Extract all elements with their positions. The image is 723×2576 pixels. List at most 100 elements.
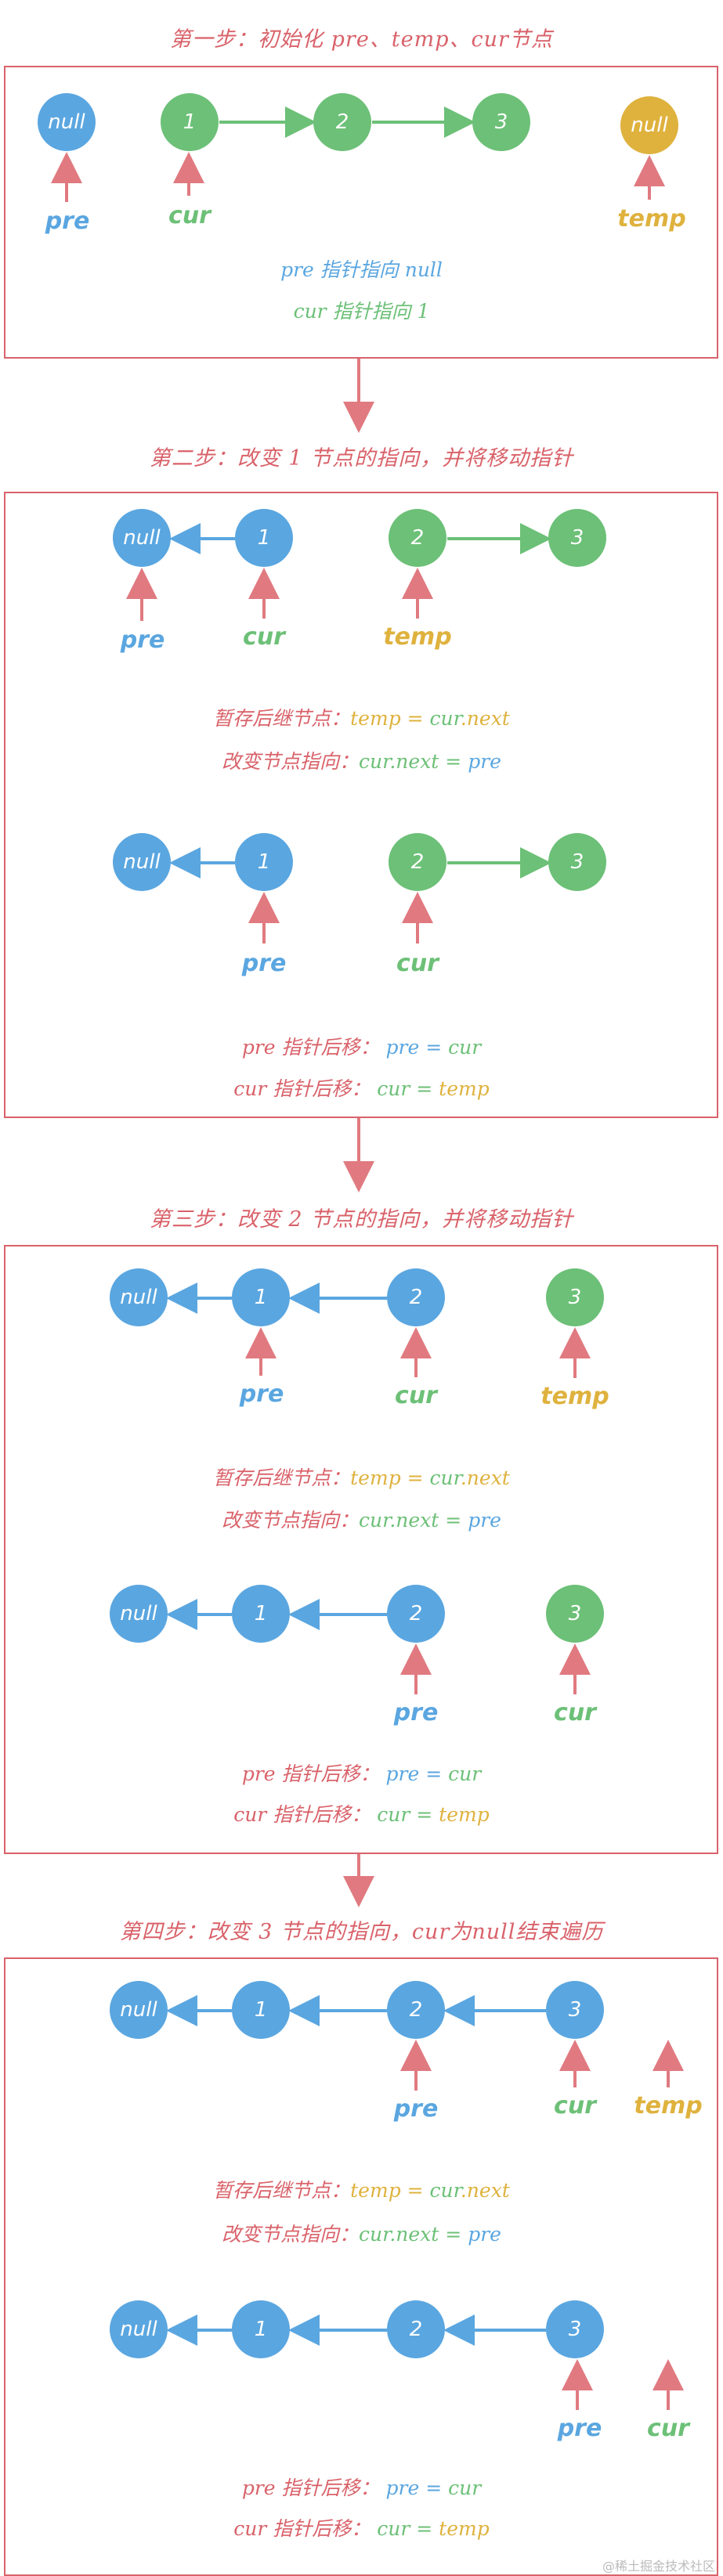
s4-line-1: 暂存后继节点：temp = cur.next [0,2175,723,2203]
s2-line-3: pre 指针后移： pre = cur [0,1032,723,1060]
s4-d2-node-1: 1 [232,2300,290,2358]
s2-d2-pointer-pre: pre [241,950,287,977]
s2-d1-pointer-pre: pre [120,626,165,654]
s2-l2-next: .next = [389,750,468,773]
step1-title: 第一步：初始化 pre、temp、cur节点 [170,27,553,52]
s4-d2-pointer-pre: pre [557,2415,602,2442]
s2-d2-pointer-cur: cur [396,950,439,977]
s2-d2-node-3: 3 [548,833,606,891]
s4-l4-cur2: cur [377,2517,410,2540]
s3-l2-next: .next = [389,1509,468,1532]
s3-line-2: 改变节点指向：cur.next = pre [0,1505,723,1533]
s3-l3-cur: cur [448,1762,482,1785]
s4-d2-pointer-cur: cur [647,2415,689,2442]
s4-line-4: cur 指针后移： cur = temp [0,2513,723,2542]
s1-pointer-pre: pre [45,207,90,235]
s2-l4-temp: temp [439,1077,490,1100]
s3-d2-pointer-cur: cur [554,1699,596,1726]
s4-l1-next: .next [460,2179,510,2202]
s2-l2-label: 改变节点指向： [222,750,360,773]
s4-l3-pre: pre [241,2477,276,2499]
s1-node-1: 1 [161,93,219,151]
s2-l4-eq: = [410,1077,439,1100]
watermark: @稀土掘金技术社区 [602,2559,715,2574]
s4-d2-node-3: 3 [546,2300,604,2358]
s2-l1-label: 暂存后继节点： [213,707,351,730]
step3-panel [4,1245,718,1854]
s2-d2-node-2: 2 [389,833,446,891]
s2-l1-eq: = [400,707,430,730]
s3-l1-eq: = [400,1467,430,1489]
s4-d1-pointer-pre: pre [393,2095,439,2123]
s3-d1-node-null: null [110,1268,168,1326]
s2-line-4: cur 指针后移： cur = temp [0,1073,723,1102]
s3-l4-cur2: cur [377,1803,410,1826]
s2-d1-pointer-temp: temp [383,623,452,651]
s3-l2-cur: cur [359,1509,390,1532]
s4-d1-pointer-cur: cur [554,2092,596,2120]
s4-d2-node-2: 2 [387,2300,445,2358]
s4-line-3: pre 指针后移： pre = cur [0,2473,723,2501]
s3-l3-label: 指针后移： [275,1762,386,1785]
step2-title: 第二步：改变 1 节点的指向，并将移动指针 [149,446,574,471]
step4-panel [4,1957,718,2576]
s2-l1-temp: temp [350,707,401,730]
s3-l4-cur: cur [233,1803,267,1826]
s4-l1-eq: = [400,2179,430,2202]
s1-l2-one: 1 [417,300,430,323]
s2-l3-label: 指针后移： [275,1036,386,1059]
s4-l1-temp: temp [350,2179,401,2202]
s3-d1-node-2: 2 [387,1268,445,1326]
s4-line-2: 改变节点指向：cur.next = pre [0,2219,723,2247]
s3-l3-pre2: pre [385,1762,420,1785]
s2-d1-node-null: null [113,509,171,567]
s3-d2-node-null: null [110,1585,168,1643]
step1-panel [4,66,718,359]
s1-node-null-left: null [38,93,96,151]
s1-node-3: 3 [472,93,530,151]
s3-l2-pre: pre [468,1509,501,1532]
s3-d1-pointer-cur: cur [395,1382,437,1409]
s4-d2-node-null: null [110,2300,168,2358]
s4-l1-label: 暂存后继节点： [213,2179,351,2202]
s3-l4-temp: temp [439,1803,490,1826]
s3-l2-label: 改变节点指向： [222,1509,360,1532]
s4-d1-pointer-temp: temp [634,2092,703,2120]
s3-line-4: cur 指针后移： cur = temp [0,1799,723,1827]
s2-l1-cur: cur [429,707,461,730]
s3-d2-pointer-pre: pre [393,1699,439,1726]
s1-l2-cur: cur [293,300,327,323]
s1-line-2: cur 指针指向 1 [0,296,723,324]
s3-l1-cur: cur [429,1467,461,1489]
s1-l1-null: null [404,258,443,281]
s3-line-1: 暂存后继节点：temp = cur.next [0,1463,723,1491]
s3-d2-node-2: 2 [387,1585,445,1643]
s3-l4-eq: = [410,1803,439,1826]
s3-l4-label: 指针后移： [266,1803,378,1826]
s4-l3-label: 指针后移： [275,2477,386,2499]
s1-node-null-right: null [620,96,678,154]
s4-l4-label: 指针后移： [266,2517,378,2540]
s4-d1-node-3: 3 [546,1981,604,2039]
s4-d1-node-null: null [110,1981,168,2039]
step4-title: 第四步：改变 3 节点的指向，cur为null结束遍历 [119,1920,604,1944]
s3-l3-eq: = [419,1762,449,1785]
s2-l2-cur: cur [359,750,390,773]
s3-l1-temp: temp [350,1467,401,1489]
s2-l4-cur: cur [233,1077,267,1100]
s4-d1-node-2: 2 [387,1981,445,2039]
s2-d2-node-null: null [113,833,171,891]
s1-l1-text: 指针指向 [313,258,405,281]
s1-pointer-cur: cur [168,202,211,229]
s1-line-1: pre 指针指向 null [0,254,723,283]
s4-l2-next: .next = [389,2223,468,2246]
s2-d1-node-1: 1 [235,509,293,567]
s2-l3-cur: cur [448,1036,482,1059]
s4-l3-pre2: pre [385,2477,420,2499]
s4-l4-eq: = [410,2517,439,2540]
s2-l4-cur2: cur [377,1077,410,1100]
s2-l3-pre2: pre [385,1036,420,1059]
s2-d1-node-3: 3 [548,509,606,567]
step3-title: 第三步：改变 2 节点的指向，并将移动指针 [149,1207,574,1232]
s3-l3-pre: pre [241,1762,276,1785]
